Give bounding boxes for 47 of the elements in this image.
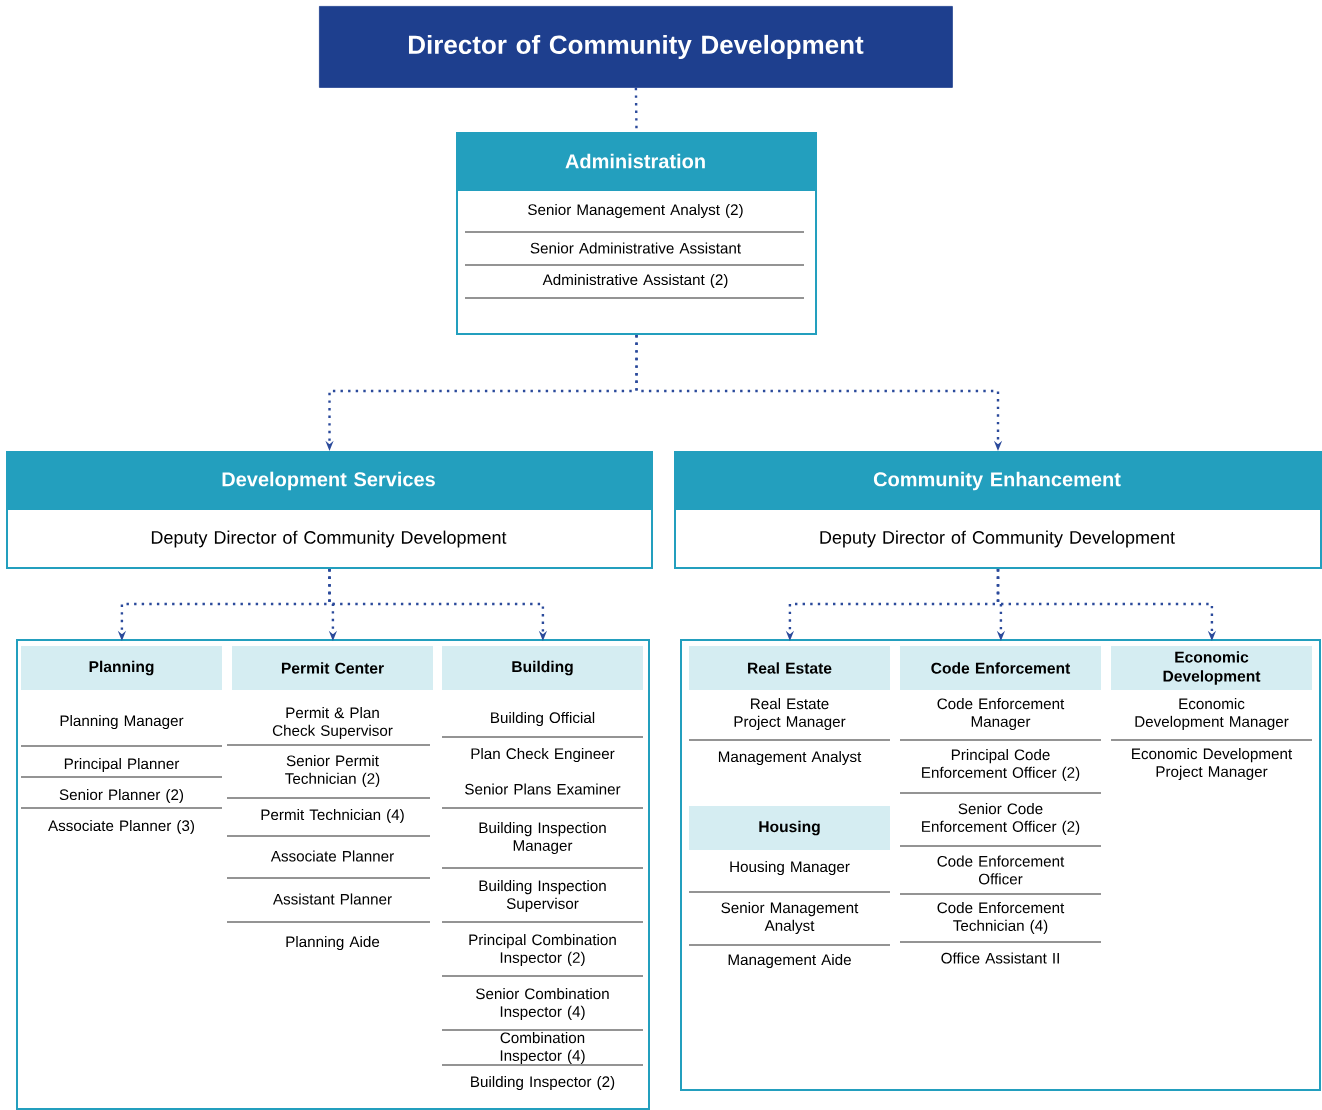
job-title: Planning Aide bbox=[286, 935, 380, 951]
column-heading: Building bbox=[442, 646, 643, 690]
job-title: Senior Management Analyst (2) bbox=[528, 203, 743, 219]
job-title: Senior Plans Examiner bbox=[465, 783, 621, 795]
job-title: Building Official bbox=[491, 711, 595, 727]
job-title: Senior Combination Inspector (4) bbox=[476, 988, 609, 1020]
job-title: Principal Code Enforcement Officer (2) bbox=[922, 749, 1080, 781]
job-title: Principal Combination Inspector (2) bbox=[469, 934, 616, 966]
job-title: Building Inspector (2) bbox=[471, 1075, 615, 1091]
job-title: Administrative Assistant (2) bbox=[542, 273, 728, 289]
column-heading: Housing bbox=[689, 806, 890, 850]
job-title: Permit Technician (4) bbox=[261, 808, 404, 824]
job-title: Economic Development Manager bbox=[1135, 698, 1289, 730]
job-title: Senior Management Analyst bbox=[721, 902, 859, 934]
job-title: Principal Planner bbox=[64, 757, 180, 773]
job-title: Code Enforcement Officer bbox=[937, 855, 1065, 885]
column-heading: Planning bbox=[21, 646, 222, 690]
job-title: Permit & Plan Check Supervisor bbox=[272, 707, 393, 739]
job-title: Economic Development Project Manager bbox=[1132, 748, 1293, 780]
group-frame bbox=[16, 639, 650, 1110]
column-heading: Permit Center bbox=[232, 646, 433, 690]
job-title: Combination Inspector (4) bbox=[500, 1032, 585, 1064]
job-title: Senior Code Enforcement Officer (2) bbox=[922, 803, 1080, 835]
job-title: Plan Check Engineer bbox=[471, 747, 615, 763]
job-title: Building Inspection Supervisor bbox=[479, 880, 606, 912]
job-title: Senior Planner (2) bbox=[59, 788, 184, 804]
job-title: Real Estate Project Manager bbox=[734, 698, 846, 730]
column-heading: Code Enforcement bbox=[900, 646, 1101, 690]
job-title: Code Enforcement Technician (4) bbox=[937, 902, 1065, 934]
job-title: Housing Manager bbox=[730, 860, 850, 876]
title-box: Director of Community Development bbox=[319, 6, 953, 88]
column-heading: Real Estate bbox=[689, 646, 890, 690]
job-title: Associate Planner bbox=[270, 850, 394, 862]
group-frame bbox=[680, 639, 1321, 1091]
job-title: Deputy Director of Community Development bbox=[151, 530, 507, 548]
column-heading: Economic Development bbox=[1111, 646, 1312, 690]
job-title: Planning Manager bbox=[60, 714, 184, 730]
job-title: Office Assistant II bbox=[941, 952, 1059, 964]
job-title: Management Aide bbox=[728, 953, 851, 969]
job-title: Building Inspection Manager bbox=[479, 822, 606, 854]
job-title: Assistant Planner bbox=[273, 893, 392, 905]
job-title: Code Enforcement Manager bbox=[937, 698, 1065, 730]
job-title: Associate Planner (3) bbox=[48, 819, 194, 835]
job-title: Management Analyst bbox=[718, 750, 862, 766]
job-title: Deputy Director of Community Development bbox=[820, 530, 1175, 548]
job-title: Senior Administrative Assistant bbox=[530, 242, 741, 254]
job-title: Senior Permit Technician (2) bbox=[285, 755, 380, 787]
